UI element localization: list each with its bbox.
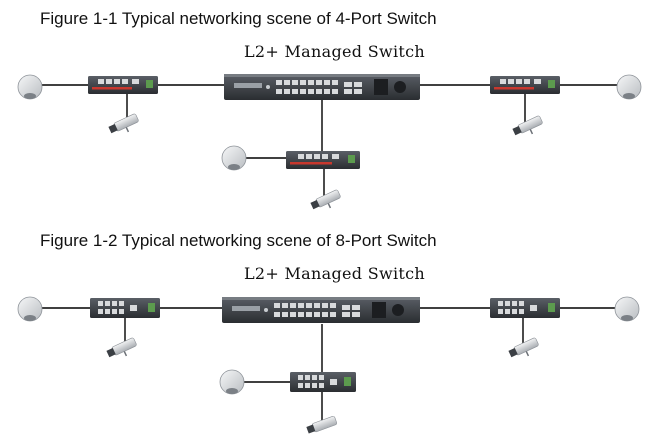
dome-camera-icon — [17, 74, 43, 100]
bullet-camera-icon — [310, 189, 341, 210]
core-switch-label-2: L2+ Managed Switch — [244, 264, 425, 283]
dome-camera-icon — [614, 296, 640, 322]
edge-switch-1-bottom — [286, 151, 360, 169]
cables-2 — [40, 307, 616, 422]
edge-switch-2-bottom — [290, 372, 356, 392]
dome-camera-icon — [17, 296, 43, 322]
dome-camera-icon — [221, 145, 247, 171]
dome-camera-icon — [616, 74, 642, 100]
core-switch-2 — [222, 297, 420, 323]
edge-switch-1-left — [88, 76, 158, 94]
edge-switch-2-right — [490, 298, 560, 318]
figure-1-1-title: Figure 1-1 Typical networking scene of 4… — [40, 9, 437, 28]
cables-1 — [40, 84, 618, 200]
figure-1-diagram — [17, 74, 642, 210]
dome-camera-icon — [219, 369, 245, 395]
bullet-camera-icon — [108, 113, 139, 134]
figure-1-2-title: Figure 1-2 Typical networking scene of 8… — [40, 231, 437, 250]
core-switch-1 — [224, 74, 420, 100]
edge-switch-2-left — [90, 298, 160, 318]
bullet-camera-icon — [508, 337, 539, 358]
edge-switch-1-right — [490, 76, 560, 94]
core-switch-label-1: L2+ Managed Switch — [244, 42, 425, 61]
bullet-camera-icon — [512, 115, 543, 136]
bullet-camera-icon — [106, 337, 137, 358]
figure-2-diagram — [17, 296, 640, 434]
bullet-camera-icon — [306, 416, 338, 434]
